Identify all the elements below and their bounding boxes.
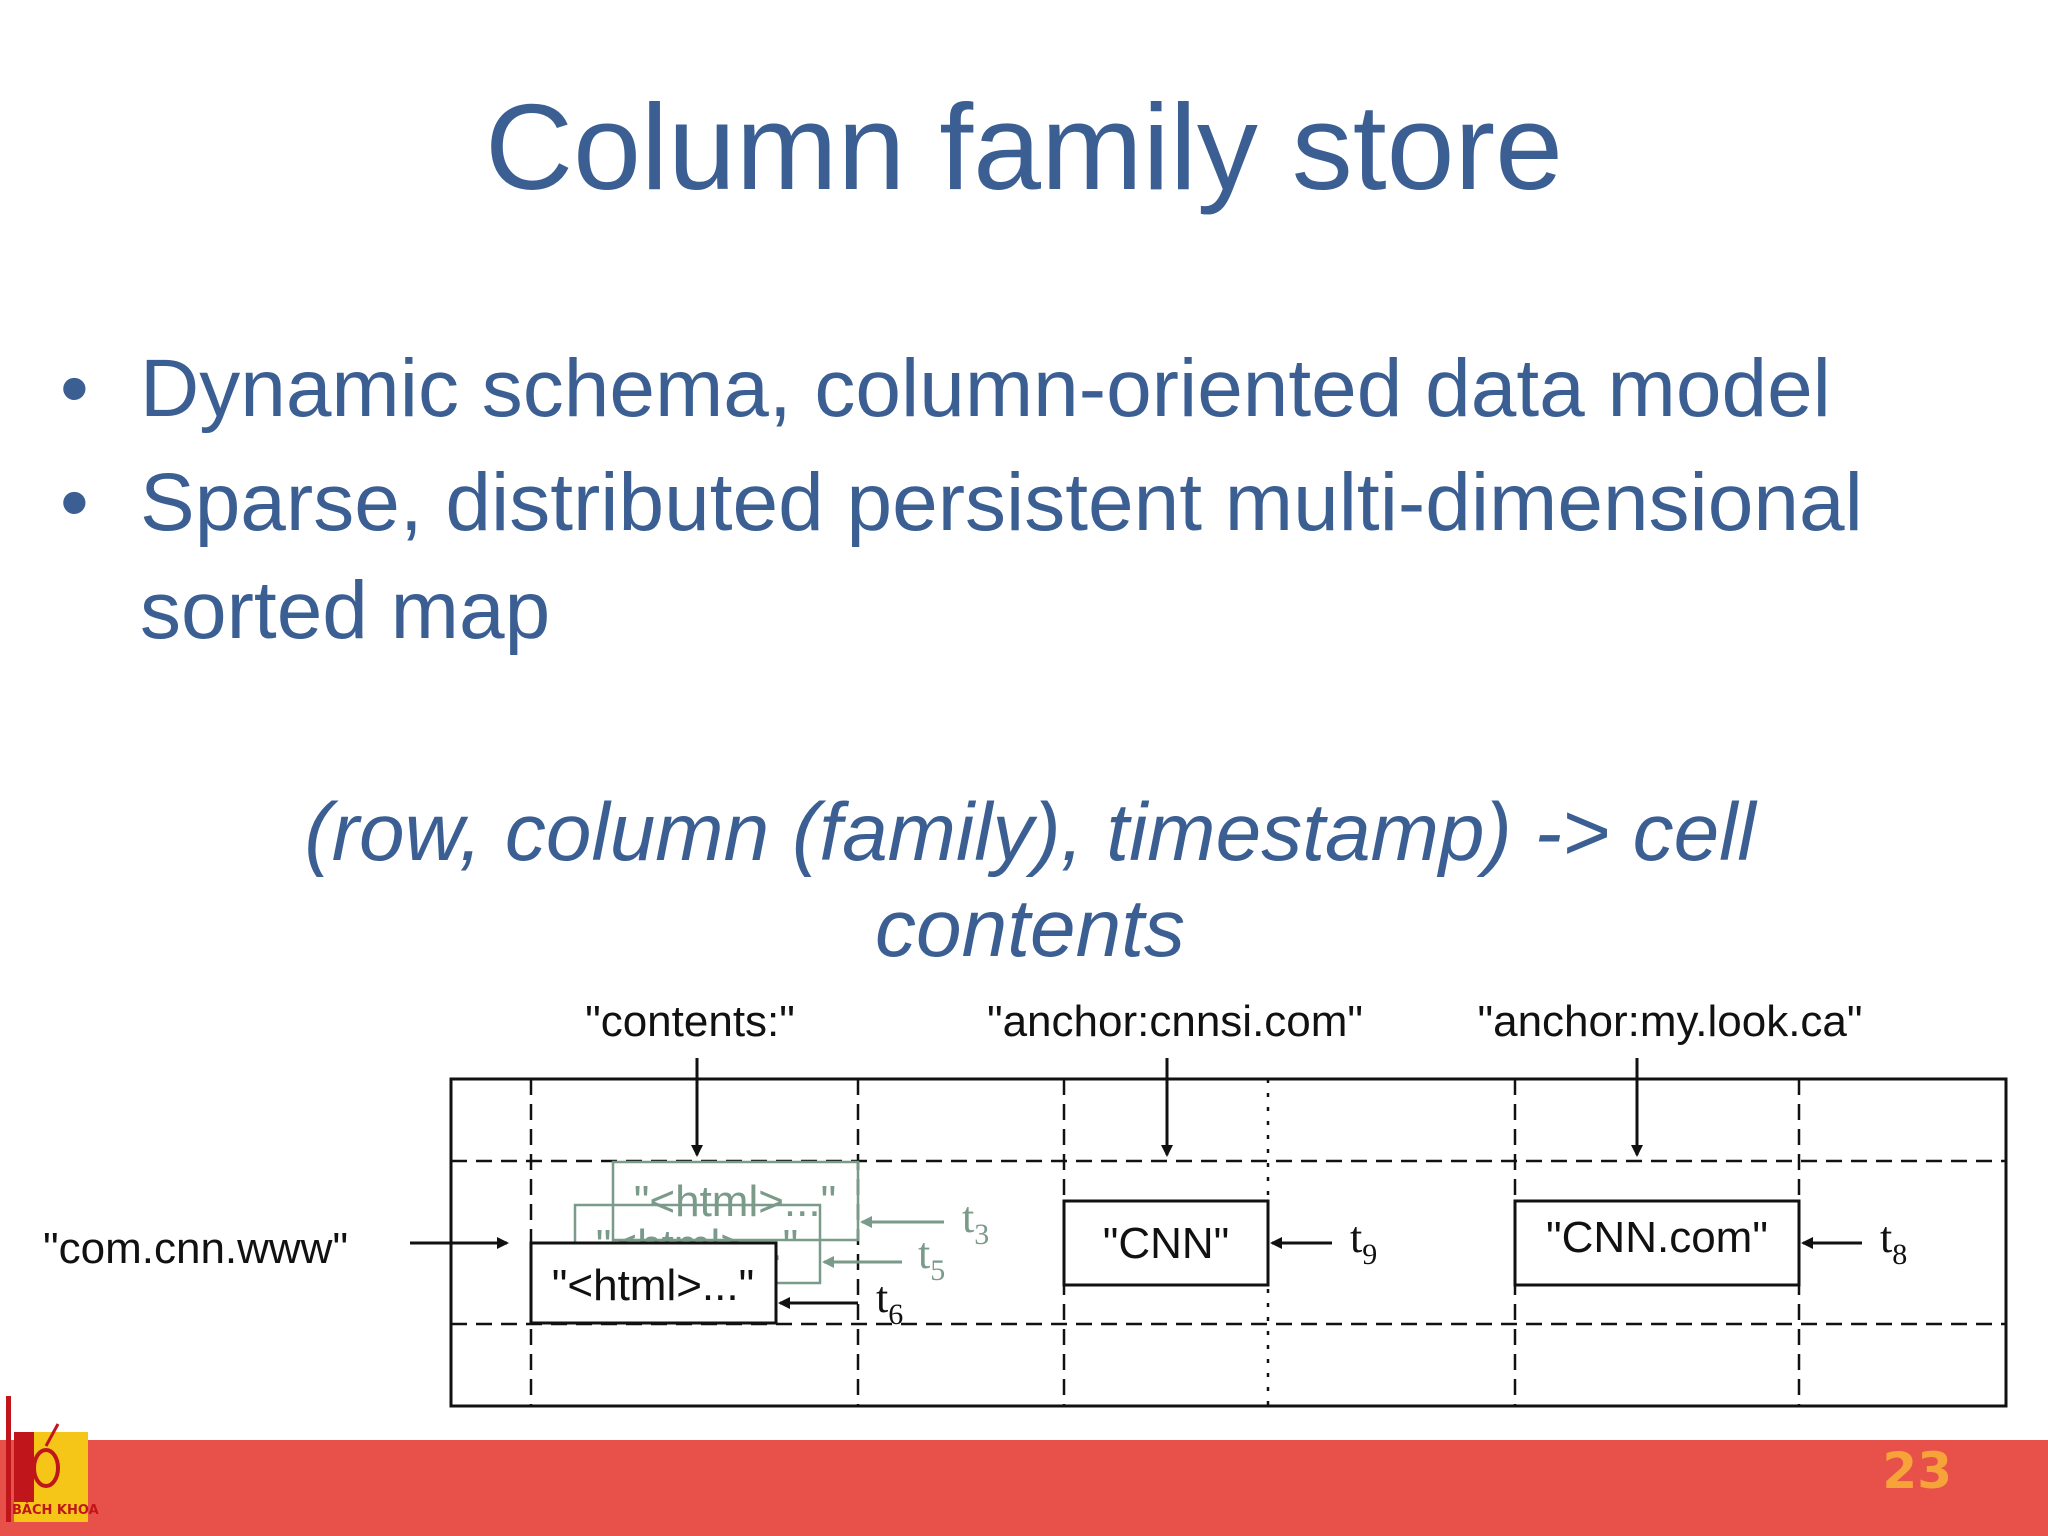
column-label-anchor-mylook: "anchor:my.look.ca" <box>1477 997 1862 1046</box>
bullet-text: Sparse, distributed persistent multi-dim… <box>140 457 1863 656</box>
university-logo-icon <box>6 1396 88 1522</box>
cell-version-t3 <box>611 1160 860 1242</box>
cell-mylook <box>1513 1199 1801 1287</box>
cell-cnnsi-text: "CNN" <box>1103 1219 1230 1268</box>
row-label: "com.cnn.www" <box>43 1224 348 1273</box>
page-number: 23 <box>1882 1442 1952 1500</box>
column-label-anchor-cnnsi: "anchor:cnnsi.com" <box>987 997 1363 1046</box>
column-label-contents: "contents:" <box>585 997 795 1046</box>
timestamp-t6: t6 <box>876 1273 903 1331</box>
bullet-item: • Sparse, distributed persistent multi-d… <box>60 449 1960 665</box>
timestamp-t3: t3 <box>962 1193 989 1251</box>
map-formula: (row, column (family), timestamp) -> cel… <box>304 787 1756 974</box>
logo-text: BÁCH KHOA <box>12 1503 99 1518</box>
footer-bar <box>0 1440 2048 1536</box>
page-title: Column family store <box>485 79 1563 215</box>
cell-version-text: "<html>..." <box>552 1261 754 1310</box>
bullet-list: • Dynamic schema, column-oriented data m… <box>60 335 1960 671</box>
bullet-icon: • <box>60 457 89 548</box>
timestamp-t9: t9 <box>1350 1213 1377 1271</box>
bullet-text: Dynamic schema, column-oriented data mod… <box>140 343 1831 434</box>
bullet-icon: • <box>60 343 89 434</box>
timestamp-t5: t5 <box>918 1229 945 1287</box>
timestamp-t8: t8 <box>1880 1213 1907 1271</box>
cell-version-text: "<html>..." <box>634 1177 836 1226</box>
cell-mylook-text: "CNN.com" <box>1546 1213 1768 1262</box>
cell-version-t6 <box>529 1241 778 1325</box>
cell-cnnsi <box>1062 1199 1270 1287</box>
bullet-item: • Dynamic schema, column-oriented data m… <box>60 335 1960 443</box>
